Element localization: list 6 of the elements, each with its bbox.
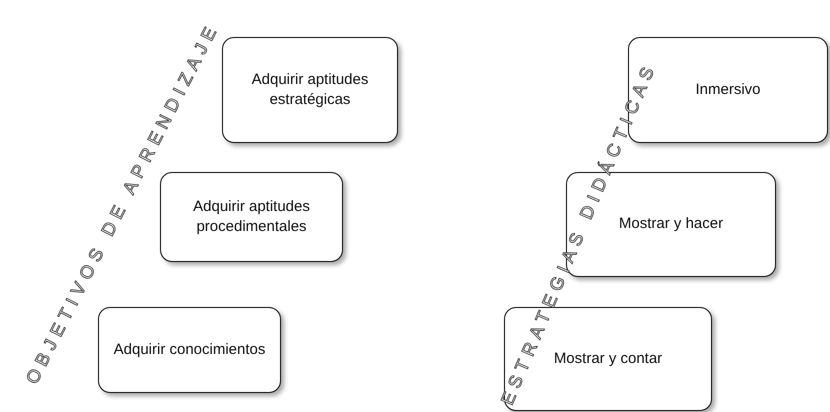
rounded-box (222, 37, 398, 143)
box-label: Adquirir aptitudes procedimentales (192, 196, 311, 237)
box-label: Adquirir aptitudes estratégicas (250, 70, 370, 110)
box-label: Adquirir conocimientos (114, 340, 266, 360)
box-label: Mostrar y hacer (618, 215, 724, 234)
box-label: Inmersivo (695, 80, 761, 100)
